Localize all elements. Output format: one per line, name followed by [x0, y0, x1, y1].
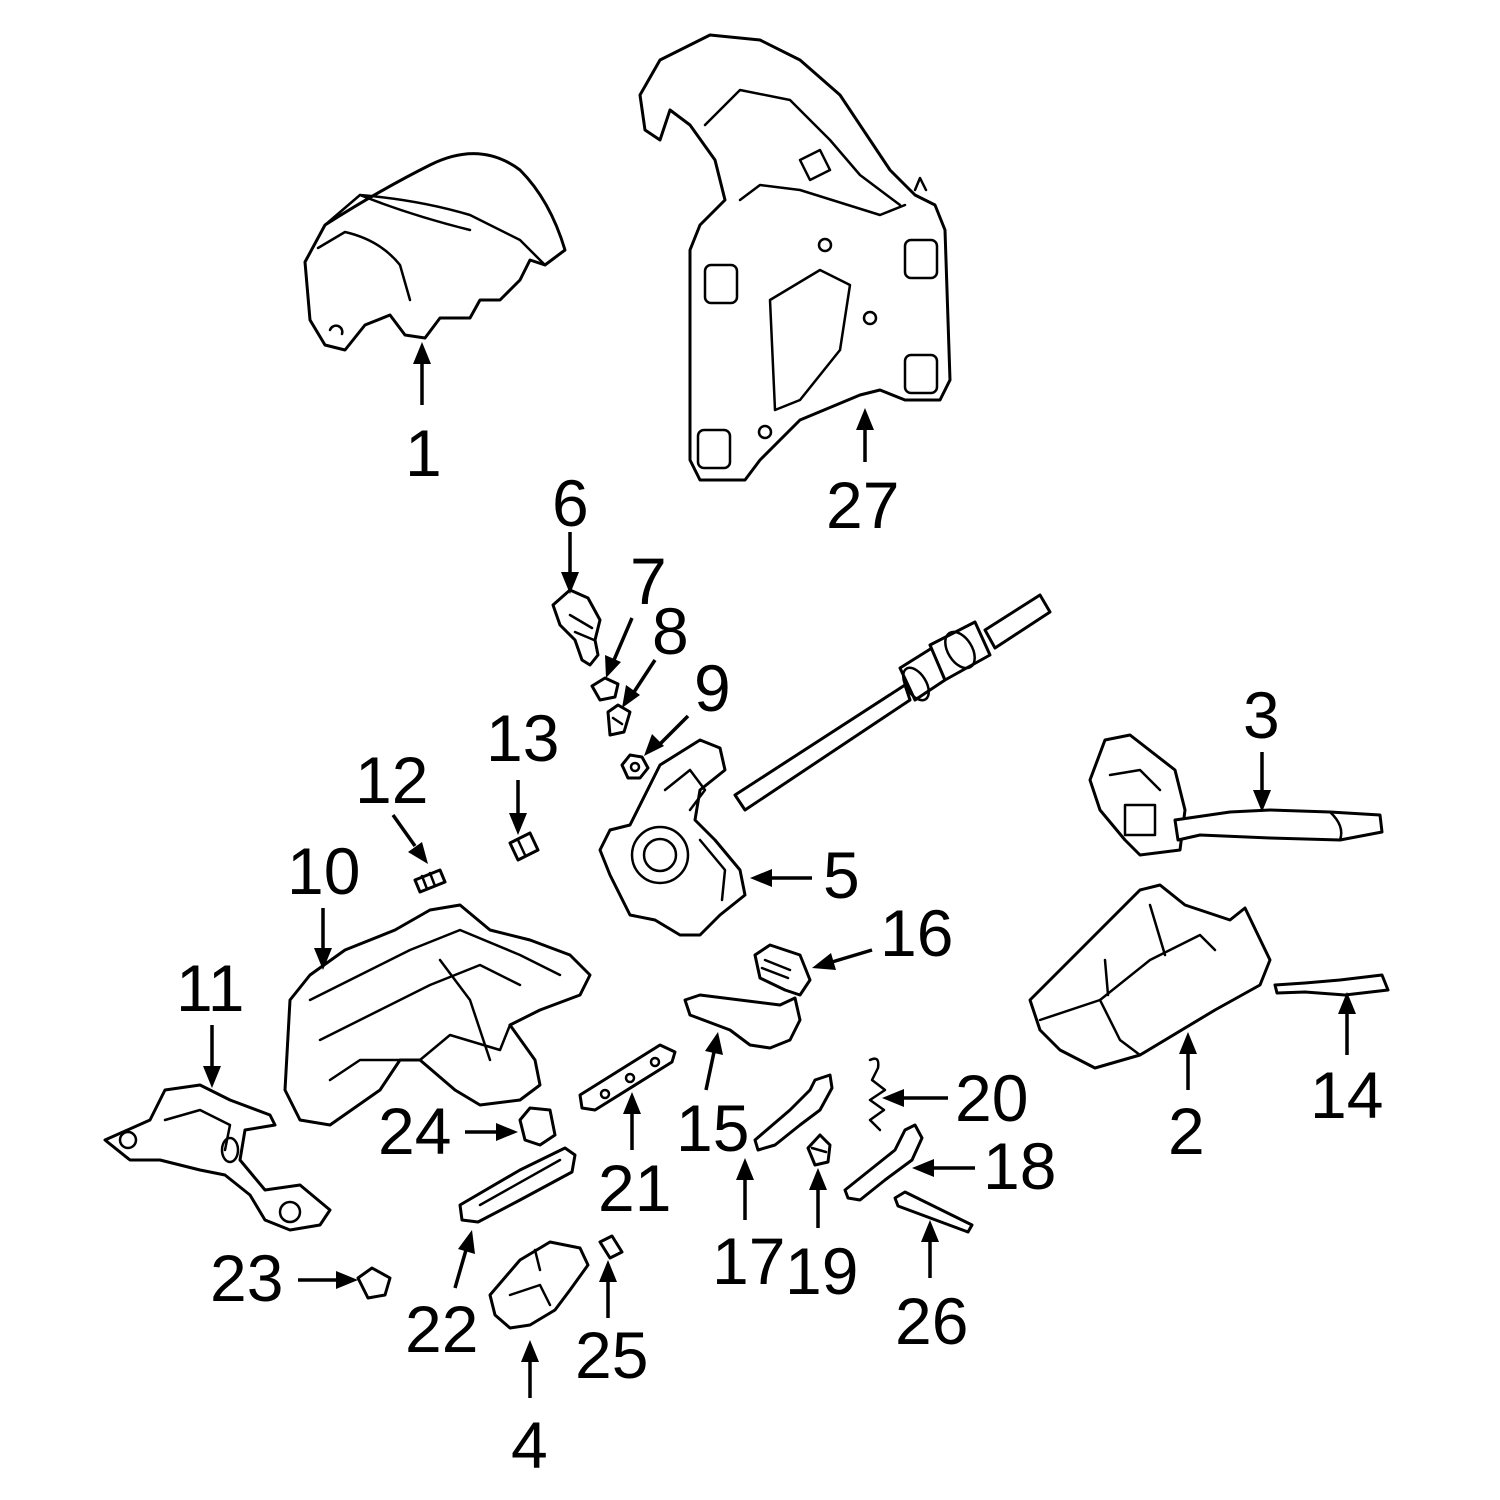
steering-shaft	[733, 593, 1052, 812]
leader-21	[623, 1092, 641, 1150]
callout-18: 18	[983, 1129, 1057, 1203]
leader-3	[1253, 752, 1271, 812]
callout-27: 27	[826, 468, 900, 542]
part-21-slide	[578, 1043, 677, 1112]
callout-25: 25	[575, 1318, 649, 1392]
callout-14: 14	[1310, 1058, 1384, 1132]
leader-26	[921, 1220, 939, 1278]
callout-5: 5	[823, 838, 860, 912]
callout-1: 1	[405, 416, 442, 490]
part-3-multifunction-switch	[1088, 733, 1384, 857]
part-26-rod	[893, 1190, 974, 1234]
leader-14	[1338, 992, 1356, 1055]
part-5-lock-housing	[598, 738, 747, 937]
part-24-clip	[518, 1106, 557, 1147]
leader-19	[809, 1168, 827, 1228]
callout-2: 2	[1168, 1094, 1205, 1168]
callout-24: 24	[378, 1094, 452, 1168]
leader-13	[509, 780, 527, 835]
leader-10	[314, 908, 332, 970]
callout-20: 20	[955, 1061, 1029, 1135]
part-8-clip	[606, 703, 632, 737]
part-17-arm	[753, 1073, 834, 1152]
part-4-lever-housing	[488, 1240, 590, 1330]
part-6-lock-cylinder	[551, 588, 602, 667]
part-1-upper-shroud	[303, 152, 567, 352]
leader-23	[298, 1271, 358, 1289]
leader-18	[912, 1159, 975, 1177]
leader-11	[203, 1025, 221, 1088]
leader-9	[644, 714, 690, 756]
callout-7: 7	[630, 544, 667, 618]
leader-25	[599, 1260, 617, 1318]
callout-21: 21	[598, 1151, 672, 1225]
callout-23: 23	[210, 1241, 284, 1315]
leader-7	[605, 617, 634, 678]
callout-6: 6	[552, 466, 589, 540]
part-10-column-housing	[283, 903, 592, 1127]
leader-6	[561, 532, 579, 594]
leader-20	[882, 1089, 948, 1107]
leader-16	[812, 948, 873, 970]
callout-15: 15	[676, 1091, 750, 1165]
part-23-connector	[356, 1266, 392, 1300]
part-15-lever	[683, 993, 802, 1050]
callout-22: 22	[405, 1292, 479, 1366]
part-2-lower-shroud	[1028, 883, 1272, 1070]
callout-26: 26	[895, 1284, 969, 1358]
leader-17	[736, 1158, 754, 1220]
callout-3: 3	[1243, 678, 1280, 752]
leader-4	[521, 1340, 539, 1398]
callout-19: 19	[785, 1234, 859, 1308]
leader-24	[465, 1123, 518, 1141]
leader-27	[856, 408, 874, 462]
callout-8: 8	[652, 594, 689, 668]
part-27-support-bracket	[638, 33, 952, 482]
part-11-bracket	[103, 1083, 332, 1232]
leader-8	[622, 659, 657, 708]
callout-12: 12	[355, 743, 429, 817]
leader-12	[391, 813, 428, 864]
part-22-guide	[458, 1146, 577, 1224]
callout-17: 17	[712, 1224, 786, 1298]
part-7-retainer	[590, 676, 620, 702]
leader-22	[453, 1230, 475, 1289]
part-25-spring	[598, 1234, 624, 1260]
callout-9: 9	[694, 651, 731, 725]
part-13-screw	[508, 831, 540, 862]
callout-10: 10	[287, 834, 361, 908]
part-18-pawl	[843, 1123, 924, 1202]
callout-4: 4	[511, 1408, 548, 1482]
part-20-spring	[868, 1057, 887, 1132]
part-12-spring	[413, 868, 447, 894]
leader-lines	[203, 342, 1356, 1398]
part-14-pin	[1273, 973, 1390, 997]
part-9-nut	[620, 753, 650, 780]
callout-13: 13	[486, 701, 560, 775]
callout-16: 16	[880, 896, 954, 970]
leader-15	[704, 1032, 723, 1091]
leader-5	[750, 869, 812, 887]
part-19-spring	[806, 1133, 832, 1167]
leader-1	[413, 342, 431, 405]
callout-11: 11	[176, 951, 245, 1025]
part-16-bracket	[753, 943, 812, 997]
leader-2	[1179, 1032, 1197, 1090]
